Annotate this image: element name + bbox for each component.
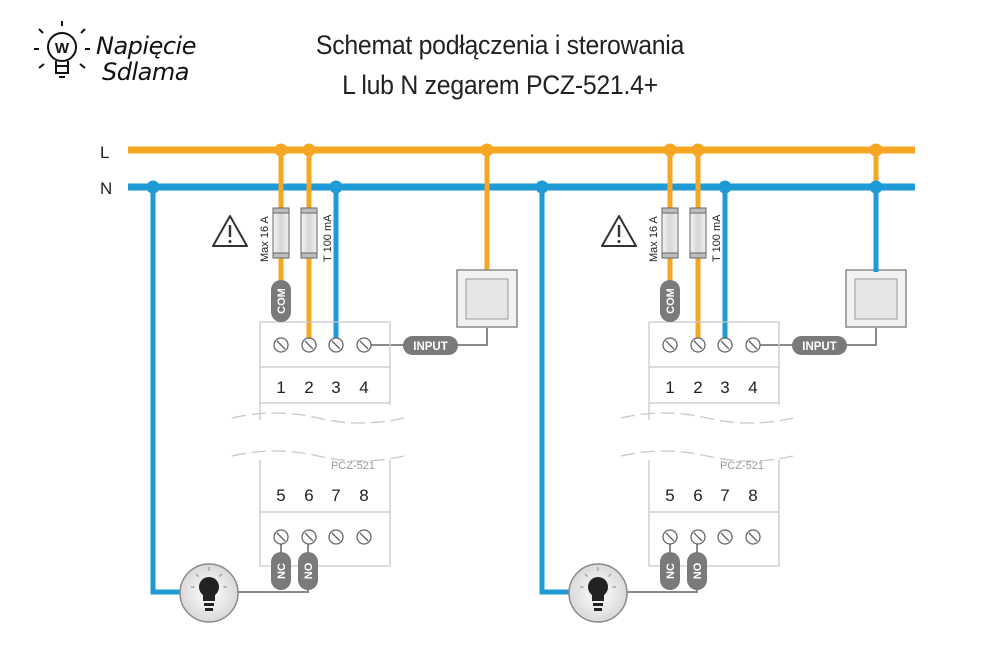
- terminal-number: 6: [304, 486, 313, 505]
- com-label: COM: [665, 288, 677, 314]
- wire-n-lamp: [539, 187, 569, 595]
- circuit-right: Max 16 A T 100 mA PCZ-521 1 5 2 6 3 7 4 8 COM INPUT N…: [535, 143, 907, 623]
- warning-triangle-icon: [601, 215, 637, 247]
- model-label: PCZ-521: [720, 460, 764, 472]
- terminal-screw: [301, 337, 317, 353]
- com-tag: [660, 280, 680, 322]
- terminal-screw: [273, 337, 289, 353]
- fuse-label-16a: Max 16 A: [259, 215, 271, 262]
- terminal-number: 3: [331, 378, 340, 397]
- wire-n-lamp: [150, 187, 180, 595]
- junction-dot: [274, 143, 288, 157]
- nc-tag: [271, 552, 291, 590]
- terminal-screw: [662, 337, 678, 353]
- diagram-title-line1: Schemat podłączenia i sterowania: [315, 30, 685, 60]
- no-tag: [298, 552, 318, 590]
- junction-dot: [146, 180, 160, 194]
- fuse-16a: [272, 207, 290, 259]
- fuse-100ma: [689, 207, 707, 259]
- terminal-number: 2: [693, 378, 702, 397]
- terminal-screw: [273, 529, 289, 545]
- lamp-icon: [179, 563, 239, 623]
- junction-dot: [718, 180, 732, 194]
- terminal-number: 5: [276, 486, 285, 505]
- nc-tag: [660, 552, 680, 590]
- com-tag: [271, 280, 291, 322]
- light-switch: [456, 269, 518, 328]
- nc-label: NC: [665, 563, 677, 579]
- pcz-device: [620, 321, 794, 567]
- terminal-number: 8: [359, 486, 368, 505]
- terminal-screw: [356, 337, 372, 353]
- junction-dot: [535, 180, 549, 194]
- light-switch: [845, 269, 907, 328]
- terminal-screw: [662, 529, 678, 545]
- terminal-screw: [328, 337, 344, 353]
- label-L: L: [100, 143, 109, 162]
- input-label: INPUT: [802, 341, 837, 353]
- label-N: N: [100, 179, 112, 198]
- terminal-screw: [717, 337, 733, 353]
- circuit-left: Max 16 A T 100 mA PCZ-521 1 5 2 6 3 7 4 8 COM INPUT N…: [146, 143, 518, 623]
- fuse-16a: [661, 207, 679, 259]
- diagram-title-line2: L lub N zegarem PCZ-521.4+: [342, 70, 658, 100]
- logo-text-line1: Napięcie: [96, 32, 196, 60]
- junction-dot: [302, 143, 316, 157]
- terminal-number: 4: [359, 378, 368, 397]
- nc-label: NC: [276, 563, 288, 579]
- junction-dot: [480, 143, 494, 157]
- junction-dot: [691, 143, 705, 157]
- fuse-100ma: [300, 207, 318, 259]
- terminal-number: 7: [720, 486, 729, 505]
- model-label: PCZ-521: [331, 460, 375, 472]
- lamp-icon: [568, 563, 628, 623]
- junction-dot: [869, 143, 883, 157]
- terminal-screw: [690, 337, 706, 353]
- terminal-number: 2: [304, 378, 313, 397]
- fuse-label-100ma: T 100 mA: [711, 214, 723, 262]
- warning-triangle-icon: [212, 215, 248, 247]
- fuse-label-16a: Max 16 A: [648, 215, 660, 262]
- junction-dot: [329, 180, 343, 194]
- no-label: NO: [303, 562, 315, 579]
- input-label: INPUT: [413, 341, 448, 353]
- fuse-label-100ma: T 100 mA: [322, 214, 334, 262]
- terminal-screw: [301, 529, 317, 545]
- terminal-screw: [717, 529, 733, 545]
- terminal-screw: [745, 529, 761, 545]
- terminal-number: 4: [748, 378, 757, 397]
- terminal-number: 6: [693, 486, 702, 505]
- terminal-screw: [328, 529, 344, 545]
- no-label: NO: [692, 562, 704, 579]
- terminal-number: 1: [276, 378, 285, 397]
- terminal-number: 3: [720, 378, 729, 397]
- com-label: COM: [276, 288, 288, 314]
- terminal-number: 7: [331, 486, 340, 505]
- input-tag: [403, 336, 458, 355]
- lightbulb-w-icon: W: [34, 21, 90, 78]
- no-tag: [687, 552, 707, 590]
- logo-text-line2: Sdlama: [102, 58, 189, 86]
- input-tag: [792, 336, 847, 355]
- terminal-number: 1: [665, 378, 674, 397]
- pcz-device: [231, 321, 405, 567]
- terminal-number: 5: [665, 486, 674, 505]
- junction-dot: [663, 143, 677, 157]
- terminal-screw: [356, 529, 372, 545]
- terminal-screw: [690, 529, 706, 545]
- svg-text:W: W: [55, 40, 70, 57]
- terminal-number: 8: [748, 486, 757, 505]
- terminal-screw: [745, 337, 761, 353]
